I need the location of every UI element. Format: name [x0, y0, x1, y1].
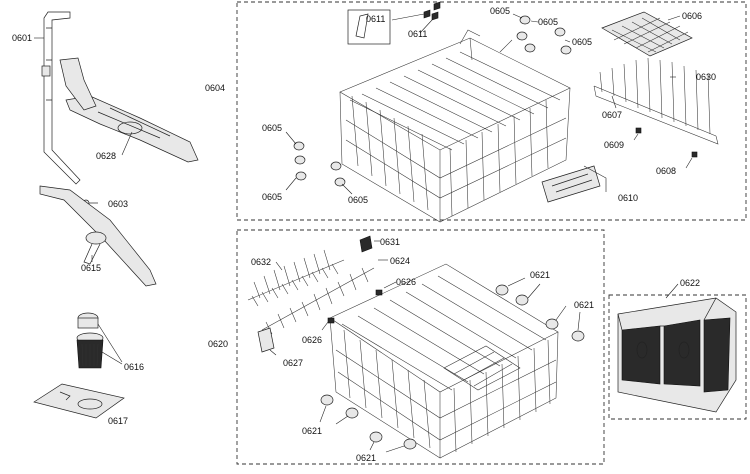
lower-wheels-0621-right	[495, 284, 585, 342]
label-0603: 0603	[108, 199, 128, 209]
clip-0608	[691, 151, 698, 158]
label-0605-d: 0605	[262, 123, 282, 133]
fine-filter-0617	[33, 383, 125, 419]
filter-0616	[76, 312, 104, 369]
upper-rack-basket	[339, 29, 571, 223]
upper-rack-group-box	[236, 1, 747, 221]
label-0627: 0627	[283, 358, 303, 368]
upper-wheels-0605	[516, 15, 572, 55]
upper-spray-arm-0628	[59, 57, 199, 163]
label-0609: 0609	[604, 140, 624, 150]
label-0616: 0616	[124, 362, 144, 372]
lower-rack-basket	[329, 263, 559, 459]
label-0620: 0620	[208, 339, 228, 349]
label-0631: 0631	[380, 237, 400, 247]
tine-row-0632	[247, 249, 345, 307]
clip-detail-box-0611	[347, 9, 391, 45]
label-0630: 0630	[696, 72, 716, 82]
rack-adjuster-0610	[541, 165, 601, 203]
label-0601: 0601	[12, 33, 32, 43]
label-0622: 0622	[680, 278, 700, 288]
supply-tube-0601	[41, 11, 81, 185]
label-0605-f: 0605	[348, 195, 368, 205]
label-0608: 0608	[656, 166, 676, 176]
cutlery-basket-group-box	[608, 294, 747, 420]
label-0607: 0607	[602, 110, 622, 120]
label-0626-a: 0626	[396, 277, 416, 287]
holder-0627	[257, 327, 275, 353]
label-0605-e: 0605	[262, 192, 282, 202]
label-0605-a: 0605	[490, 6, 510, 16]
lower-spray-arm-0615	[39, 185, 157, 287]
tine-row-0624	[261, 267, 375, 335]
label-0621-b: 0621	[574, 300, 594, 310]
clip-0626-upper	[375, 289, 383, 296]
lower-rack-group-box	[236, 229, 605, 465]
label-0628: 0628	[96, 151, 116, 161]
cutlery-basket-0622	[617, 297, 737, 413]
tine-row-0630	[593, 57, 719, 145]
label-0624: 0624	[390, 256, 410, 266]
label-0611-a: 0611	[366, 14, 385, 24]
label-0605-b: 0605	[538, 17, 558, 27]
label-0632: 0632	[251, 257, 271, 267]
label-0615: 0615	[81, 263, 101, 273]
clip-0609	[635, 127, 642, 134]
label-0610: 0610	[618, 193, 638, 203]
clip-0626-lower	[327, 317, 335, 324]
clip-0631	[359, 235, 373, 253]
label-0621-a: 0621	[530, 270, 550, 280]
label-0617: 0617	[108, 416, 128, 426]
label-0611-b: 0611	[408, 29, 427, 39]
label-0621-c: 0621	[302, 426, 322, 436]
left-wheels-0605	[293, 141, 346, 187]
label-0606: 0606	[682, 11, 702, 21]
cup-shelf-0606	[601, 11, 693, 57]
label-0605-c: 0605	[572, 37, 592, 47]
label-0626-b: 0626	[302, 335, 322, 345]
label-0604: 0604	[205, 83, 225, 93]
label-0621-d: 0621	[356, 453, 376, 463]
lower-wheels-0621-left	[320, 394, 417, 450]
